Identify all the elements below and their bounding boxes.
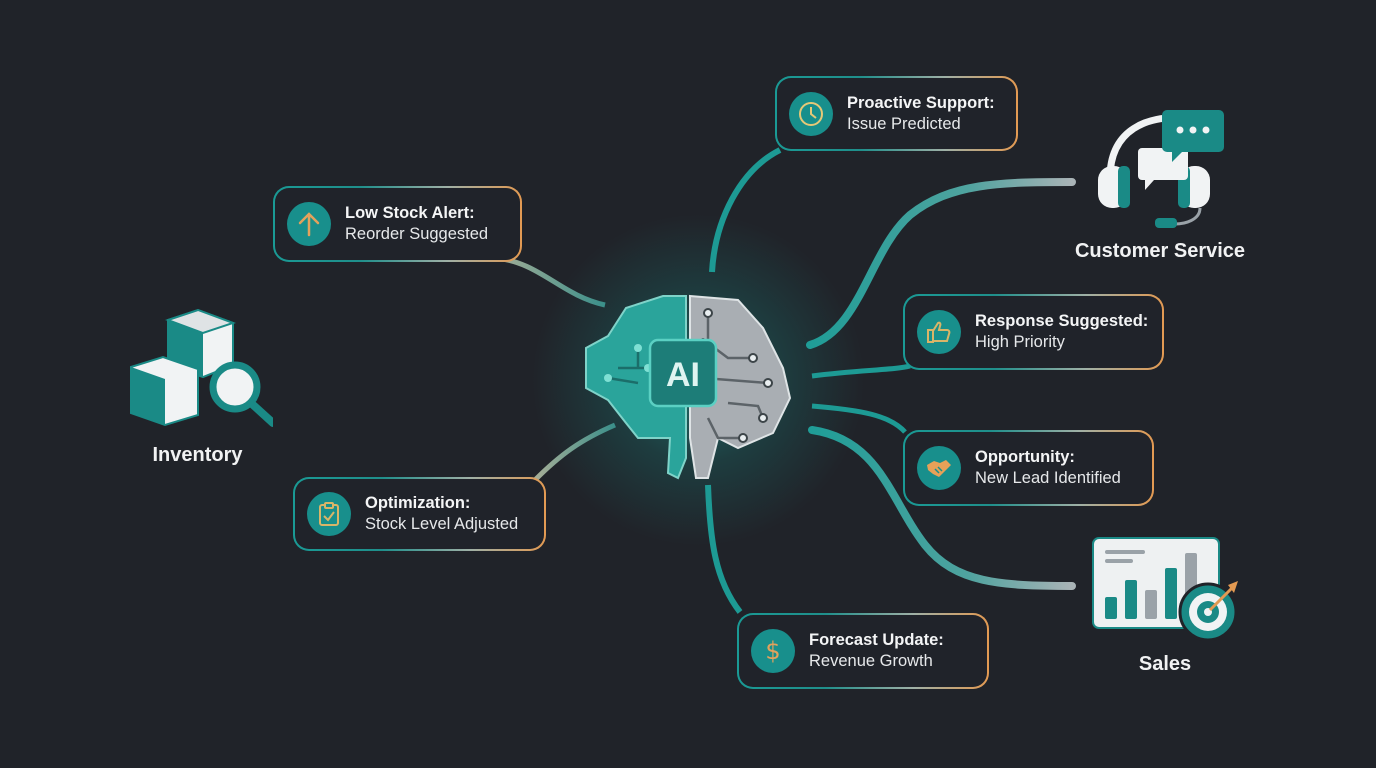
card-opportunity: Opportunity: New Lead Identified bbox=[903, 430, 1154, 506]
card-forecast-update: $ Forecast Update: Revenue Growth bbox=[737, 613, 989, 689]
card-title: Proactive Support: bbox=[847, 93, 995, 112]
handshake-icon bbox=[917, 446, 961, 490]
card-subtitle: Reorder Suggested bbox=[345, 225, 489, 243]
headset-chat-icon bbox=[1098, 110, 1224, 228]
card-title: Optimization: bbox=[365, 494, 471, 512]
hub-customer-service: Customer Service bbox=[1060, 108, 1260, 263]
card-title: Forecast Update: bbox=[809, 631, 944, 649]
clipboard-check-icon bbox=[307, 492, 351, 536]
card-title: Low Stock Alert: bbox=[345, 204, 475, 222]
card-subtitle: Revenue Growth bbox=[809, 652, 933, 670]
hub-label: Inventory bbox=[152, 444, 243, 466]
chart-target-icon bbox=[1092, 537, 1238, 642]
clock-icon bbox=[789, 91, 833, 136]
card-proactive-support: Proactive Support: Issue Predicted bbox=[775, 76, 1018, 151]
dollar-icon: $ bbox=[751, 629, 795, 673]
card-title: Response Suggested: bbox=[975, 312, 1149, 330]
hub-label: Sales bbox=[1138, 653, 1192, 675]
card-title: Opportunity: bbox=[975, 448, 1075, 466]
card-optimization: Optimization: Stock Level Adjusted bbox=[293, 477, 546, 551]
brain-circuit-icon: AI bbox=[585, 294, 792, 480]
hub-label: Customer Service bbox=[1074, 240, 1246, 262]
card-subtitle: Stock Level Adjusted bbox=[365, 515, 519, 533]
card-subtitle: High Priority bbox=[975, 333, 1065, 351]
boxes-magnifier-icon bbox=[129, 308, 277, 427]
svg-text:AI: AI bbox=[666, 356, 700, 394]
card-low-stock-alert: Low Stock Alert: Reorder Suggested bbox=[273, 186, 522, 262]
hub-inventory: Inventory bbox=[120, 305, 277, 467]
card-subtitle: Issue Predicted bbox=[847, 114, 961, 133]
card-response-suggested: Response Suggested: High Priority bbox=[903, 294, 1164, 370]
hub-sales: Sales bbox=[1090, 535, 1240, 676]
arrow-up-icon bbox=[287, 202, 331, 246]
card-subtitle: New Lead Identified bbox=[975, 469, 1121, 487]
thumbs-up-icon bbox=[917, 310, 961, 354]
